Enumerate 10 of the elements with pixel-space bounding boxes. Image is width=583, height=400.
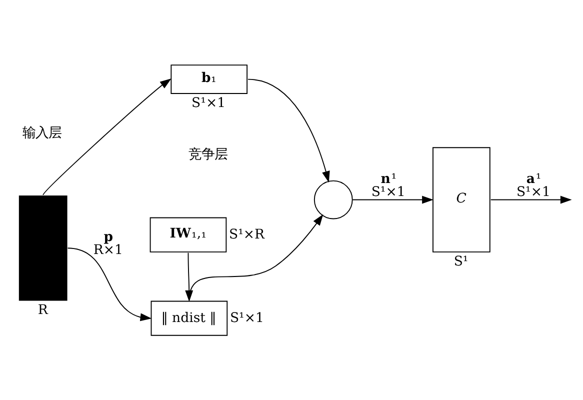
- label: 输入层: [22, 126, 62, 141]
- node-label: R: [38, 302, 48, 318]
- edge-label: n¹ S¹×1: [371, 172, 406, 200]
- node-label: S¹×1: [230, 310, 264, 326]
- edge-label: p R×1: [93, 230, 123, 258]
- node-label: S¹×1: [192, 96, 226, 111]
- node-label: S¹×R: [229, 227, 265, 242]
- edge-label: a¹ S¹×1: [516, 172, 550, 200]
- node-label: S¹: [454, 254, 468, 270]
- label: 竞争层: [188, 148, 228, 163]
